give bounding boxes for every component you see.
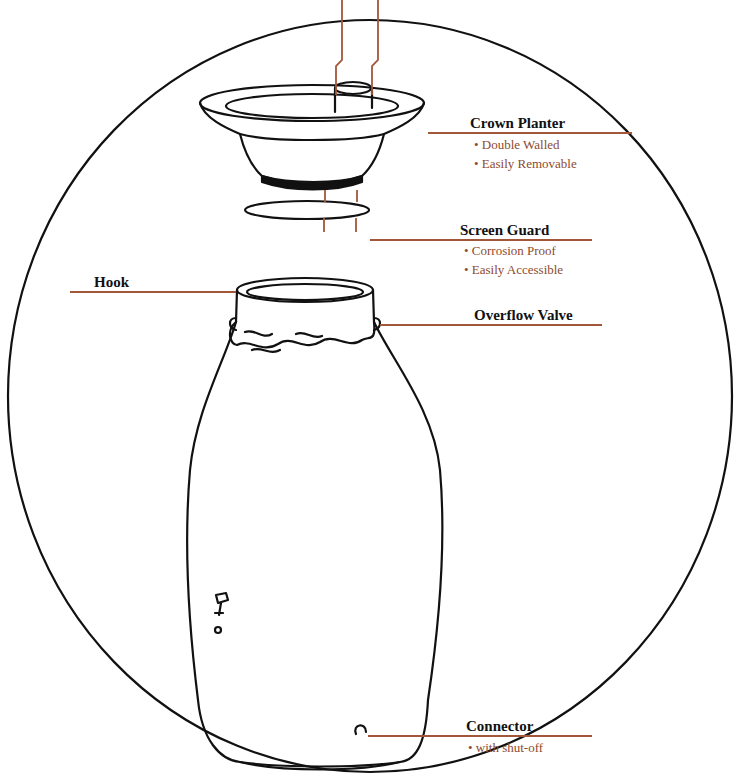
leader-lines	[70, 0, 632, 736]
screen-guard	[245, 201, 369, 219]
crown-planter	[200, 82, 424, 190]
part-name: Screen Guard	[460, 222, 549, 239]
part-name: Hook	[94, 274, 129, 291]
feature-note: • Easily Accessible	[464, 263, 563, 277]
part-name: Connector	[466, 718, 534, 735]
feature-note: • Corrosion Proof	[464, 244, 556, 258]
feature-note: • Double Walled	[474, 138, 560, 152]
rain-barrel	[187, 278, 442, 770]
feature-note: • with shut-off	[468, 741, 543, 755]
feature-note: • Easily Removable	[474, 157, 577, 171]
part-name: Overflow Valve	[474, 307, 573, 324]
part-name: Crown Planter	[470, 115, 565, 132]
frame-circle	[8, 20, 732, 772]
